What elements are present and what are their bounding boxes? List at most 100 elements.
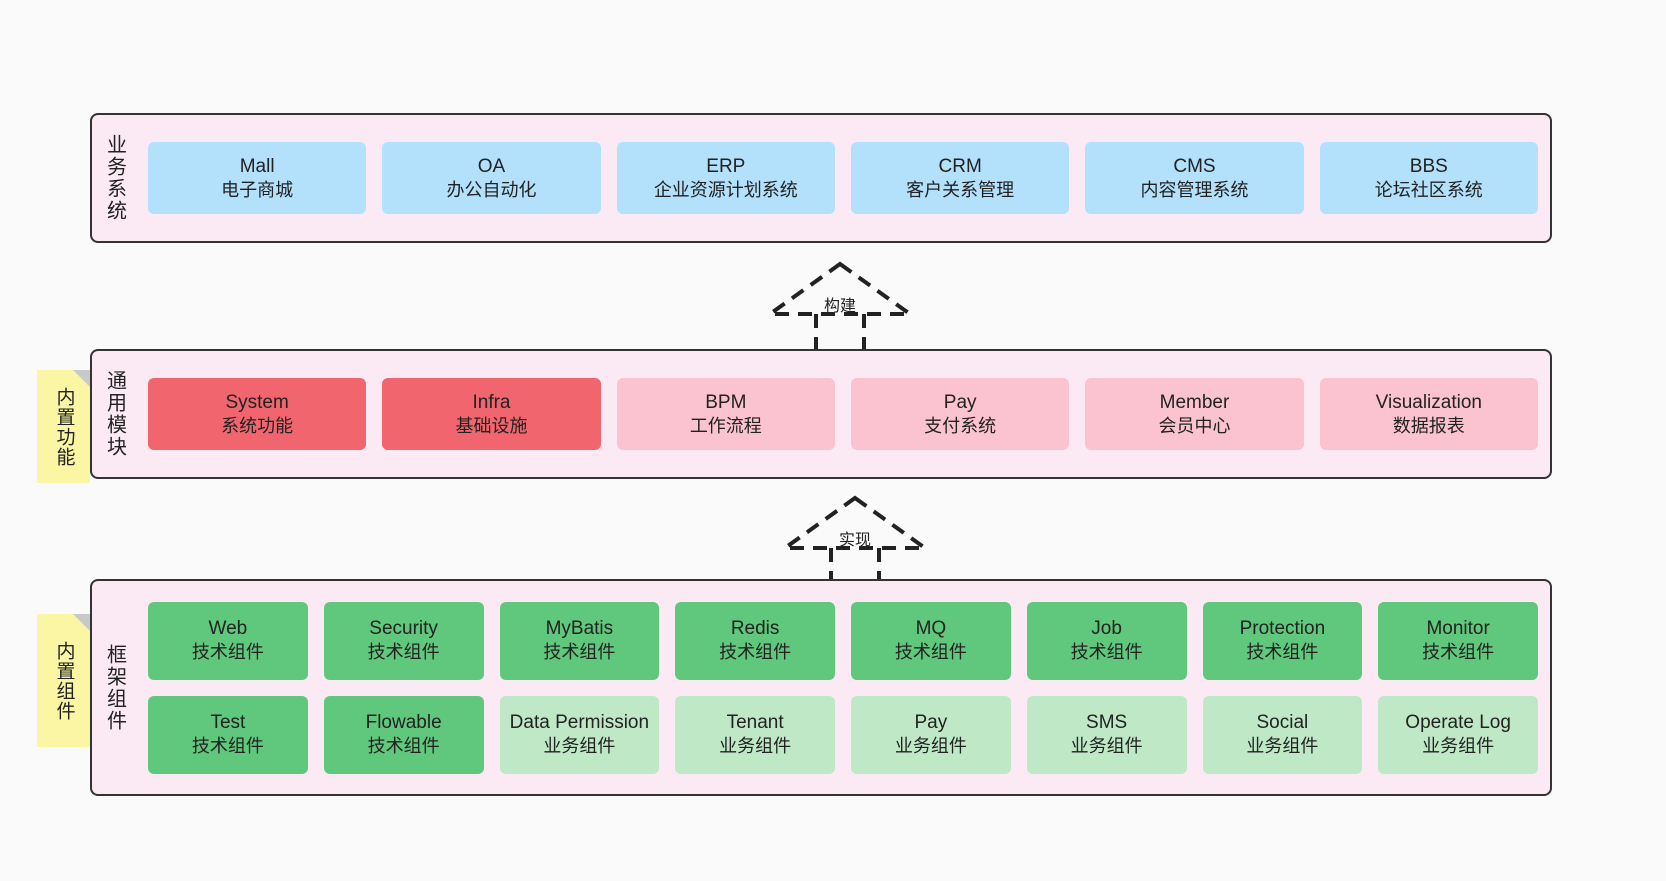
card-data-permission[interactable]: Data Permission 业务组件: [499, 695, 660, 774]
card-subtitle: 基础设施: [455, 415, 528, 436]
card-redis[interactable]: Redis 技术组件: [675, 601, 835, 680]
card-subtitle: 企业资源计划系统: [653, 179, 798, 200]
card-subtitle: 技术组件: [1246, 642, 1319, 663]
card-cms[interactable]: CMS 内容管理系统: [1085, 142, 1304, 214]
card-title: Mall: [239, 155, 275, 177]
card-tenant[interactable]: Tenant 业务组件: [675, 695, 835, 774]
layer-common-modules: 通用模块 System 系统功能 Infra 基础设施 BPM 工作流程 Pay…: [90, 349, 1552, 479]
card-title: Protection: [1239, 618, 1326, 640]
connector-label-implement: 实现: [838, 532, 872, 549]
layer-framework-components: 框架组件 Web 技术组件 Security 技术组件 MyBatis 技术组件…: [90, 579, 1552, 796]
card-subtitle: 技术组件: [1070, 642, 1143, 663]
layer-body-common: System 系统功能 Infra 基础设施 BPM 工作流程 Pay 支付系统…: [136, 351, 1550, 477]
card-system[interactable]: System 系统功能: [148, 378, 367, 450]
layer-title-common: 通用模块: [103, 370, 126, 458]
card-subtitle: 系统功能: [221, 415, 294, 436]
card-bpm[interactable]: BPM 工作流程: [616, 378, 835, 450]
layer-row-technical: Web 技术组件 Security 技术组件 MyBatis 技术组件 Redi…: [148, 601, 1538, 680]
card-subtitle: 技术组件: [367, 642, 440, 663]
card-member[interactable]: Member 会员中心: [1085, 378, 1304, 450]
card-title: Test: [210, 712, 246, 734]
card-title: Infra: [472, 391, 511, 413]
layer-title-frame: 框架组件: [103, 643, 126, 732]
page-fold-icon: [73, 614, 90, 631]
card-test[interactable]: Test 技术组件: [148, 695, 308, 774]
card-title: Operate Log: [1405, 712, 1511, 734]
card-bbs[interactable]: BBS 论坛社区系统: [1319, 142, 1538, 214]
card-title: Social: [1256, 712, 1309, 734]
card-subtitle: 业务组件: [1246, 736, 1319, 757]
card-subtitle: 电子商城: [221, 179, 294, 200]
card-subtitle: 技术组件: [894, 642, 967, 663]
card-title: Job: [1091, 618, 1122, 640]
connector-build: 构建: [760, 258, 920, 358]
card-security[interactable]: Security 技术组件: [323, 601, 484, 680]
card-monitor[interactable]: Monitor 技术组件: [1378, 601, 1538, 680]
card-job[interactable]: Job 技术组件: [1026, 601, 1187, 680]
card-mybatis[interactable]: MyBatis 技术组件: [499, 601, 660, 680]
card-title: Tenant: [726, 712, 784, 734]
card-subtitle: 技术组件: [191, 642, 264, 663]
card-subtitle: 内容管理系统: [1140, 179, 1249, 200]
connector-label-build: 构建: [823, 298, 857, 315]
card-crm[interactable]: CRM 客户关系管理: [850, 142, 1070, 214]
card-title: Pay: [914, 712, 948, 734]
card-social[interactable]: Social 业务组件: [1202, 695, 1363, 774]
card-mall[interactable]: Mall 电子商城: [148, 142, 367, 214]
layer-body-business: Mall 电子商城 OA 办公自动化 ERP 企业资源计划系统 CRM 客户关系…: [136, 115, 1550, 241]
layer-row-business: Test 技术组件 Flowable 技术组件 Data Permission …: [148, 695, 1538, 774]
sticky-note-label: 内置组件: [53, 640, 75, 721]
card-operate-log[interactable]: Operate Log 业务组件: [1378, 695, 1538, 774]
card-subtitle: 业务组件: [894, 736, 967, 757]
sticky-note-builtin-component: 内置组件: [37, 614, 90, 747]
card-subtitle: 支付系统: [924, 415, 997, 436]
card-subtitle: 技术组件: [367, 736, 440, 757]
card-mq[interactable]: MQ 技术组件: [851, 601, 1011, 680]
card-title: CMS: [1173, 155, 1216, 177]
card-subtitle: 业务组件: [1070, 736, 1143, 757]
layer-body-frame: Web 技术组件 Security 技术组件 MyBatis 技术组件 Redi…: [136, 581, 1550, 794]
layer-row: System 系统功能 Infra 基础设施 BPM 工作流程 Pay 支付系统…: [148, 378, 1538, 450]
card-subtitle: 业务组件: [719, 736, 792, 757]
card-infra[interactable]: Infra 基础设施: [382, 378, 601, 450]
card-title: CRM: [938, 155, 982, 177]
card-title: Visualization: [1375, 391, 1482, 413]
card-subtitle: 会员中心: [1158, 415, 1231, 436]
page-fold-icon: [73, 370, 90, 387]
connector-implement: 实现: [775, 492, 935, 592]
card-protection[interactable]: Protection 技术组件: [1202, 601, 1363, 680]
card-subtitle: 业务组件: [543, 736, 616, 757]
card-subtitle: 技术组件: [719, 642, 792, 663]
layer-title-business: 业务系统: [103, 134, 126, 222]
card-title: Pay: [943, 391, 977, 413]
card-pay[interactable]: Pay 支付系统: [850, 378, 1070, 450]
card-title: OA: [477, 155, 506, 177]
card-visualization[interactable]: Visualization 数据报表: [1319, 378, 1538, 450]
card-title: Flowable: [365, 712, 442, 734]
card-oa[interactable]: OA 办公自动化: [382, 142, 601, 214]
card-title: Security: [369, 618, 438, 640]
card-flowable[interactable]: Flowable 技术组件: [323, 695, 484, 774]
card-title: BPM: [705, 391, 747, 413]
layer-business-systems: 业务系统 Mall 电子商城 OA 办公自动化 ERP 企业资源计划系统 CRM…: [90, 113, 1552, 243]
card-pay-business[interactable]: Pay 业务组件: [851, 695, 1011, 774]
card-title: Redis: [730, 618, 780, 640]
card-title: Monitor: [1426, 618, 1490, 640]
sticky-note-builtin-function: 内置功能: [37, 370, 90, 483]
card-title: Member: [1159, 391, 1230, 413]
card-subtitle: 数据报表: [1392, 415, 1465, 436]
card-title: MQ: [915, 618, 947, 640]
card-subtitle: 技术组件: [543, 642, 616, 663]
card-title: ERP: [706, 155, 746, 177]
card-subtitle: 办公自动化: [446, 179, 537, 200]
card-title: System: [225, 391, 289, 413]
card-subtitle: 技术组件: [191, 736, 264, 757]
card-sms[interactable]: SMS 业务组件: [1026, 695, 1187, 774]
card-subtitle: 论坛社区系统: [1374, 179, 1483, 200]
card-subtitle: 客户关系管理: [906, 179, 1015, 200]
sticky-note-label: 内置功能: [53, 386, 75, 467]
card-erp[interactable]: ERP 企业资源计划系统: [616, 142, 835, 214]
card-title: MyBatis: [545, 618, 614, 640]
card-web[interactable]: Web 技术组件: [148, 601, 308, 680]
